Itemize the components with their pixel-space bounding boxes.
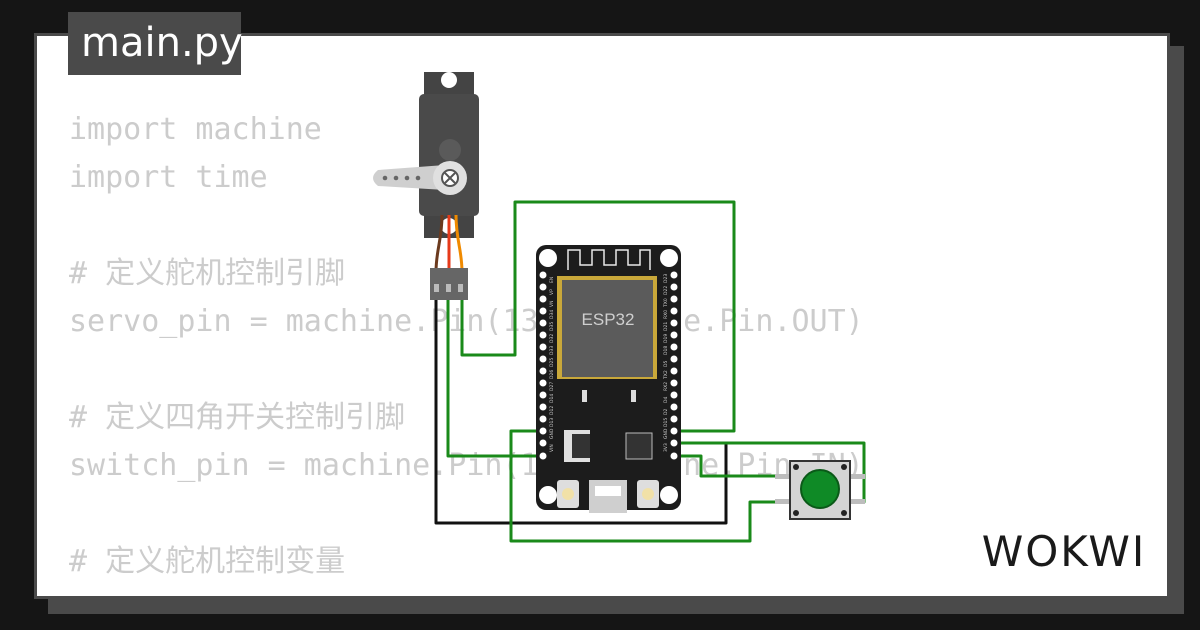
code-line: # 定义舵机控制变量 <box>69 544 346 579</box>
pin-column-right <box>670 271 678 460</box>
pin-left[interactable] <box>539 283 547 291</box>
pin-label: D33 <box>549 346 555 355</box>
pin-left[interactable] <box>539 439 547 447</box>
wire-switch-power <box>680 454 795 478</box>
pin-right[interactable] <box>670 379 678 387</box>
push-button-icon[interactable] <box>775 460 865 520</box>
pin-left[interactable] <box>539 319 547 327</box>
pin-label: D26 <box>549 370 555 379</box>
pin-label: TX2 <box>663 370 669 380</box>
chip-label: ESP32 <box>582 310 635 329</box>
pin-label: D32 <box>549 334 555 343</box>
pin-right[interactable] <box>670 319 678 327</box>
pin-right[interactable] <box>670 439 678 447</box>
code-line: # 定义舵机控制引脚 <box>69 256 346 291</box>
pin-left[interactable] <box>539 355 547 363</box>
pin-label: D34 <box>549 310 555 319</box>
pin-left[interactable] <box>539 403 547 411</box>
pin-label: VP <box>549 289 555 295</box>
pin-label: D19 <box>663 334 669 343</box>
code-line: servo = machine.PWM(servo_pin) <box>69 586 864 596</box>
code-line: # 定义四角开关控制引脚 <box>69 400 406 435</box>
pin-label: D15 <box>663 418 669 427</box>
pin-right[interactable] <box>670 415 678 423</box>
pin-right[interactable] <box>670 427 678 435</box>
pin-labels-left: EN VP VN D34 D35 D32 D33 D25 D26 D27 D14… <box>549 277 555 452</box>
pin-label: D13 <box>549 418 555 427</box>
pin-label: VN <box>549 301 555 307</box>
pin-label: EN <box>549 277 555 283</box>
pin-label: RX0 <box>663 310 669 319</box>
pin-label: D35 <box>549 322 555 331</box>
pin-right[interactable] <box>670 391 678 399</box>
wires <box>434 200 866 543</box>
pin-right[interactable] <box>670 331 678 339</box>
pin-label: GND <box>549 428 555 439</box>
pin-left[interactable] <box>539 343 547 351</box>
pin-left[interactable] <box>539 415 547 423</box>
wokwi-logo-icon: WOKWI <box>982 527 1147 576</box>
code-line: import machine <box>69 112 322 147</box>
pin-left[interactable] <box>539 452 547 460</box>
pin-label: VIN <box>549 444 555 452</box>
pin-label: D12 <box>549 406 555 415</box>
pin-column-left <box>539 271 547 460</box>
pin-left[interactable] <box>539 271 547 279</box>
pin-right[interactable] <box>670 271 678 279</box>
pin-label: TX0 <box>663 298 669 308</box>
pin-left[interactable] <box>539 307 547 315</box>
pin-right[interactable] <box>670 367 678 375</box>
pin-label: D21 <box>663 322 669 331</box>
pin-label: GND <box>663 428 669 439</box>
pin-label: 3V3 <box>663 443 669 452</box>
pin-label: D25 <box>549 358 555 367</box>
pin-label: RX2 <box>663 382 669 391</box>
pin-left[interactable] <box>539 331 547 339</box>
pin-right[interactable] <box>670 452 678 460</box>
pin-label: D22 <box>663 286 669 295</box>
wire-servo-signal <box>460 200 736 433</box>
pin-right[interactable] <box>670 355 678 363</box>
pin-right[interactable] <box>670 283 678 291</box>
servo-motor-icon[interactable] <box>373 72 479 300</box>
code-line: import time <box>69 160 268 195</box>
pin-label: D5 <box>663 361 669 367</box>
pin-left[interactable] <box>539 295 547 303</box>
esp32-board-icon[interactable]: ESP32 <box>536 245 681 513</box>
pin-label: D23 <box>663 274 669 283</box>
pin-left[interactable] <box>539 391 547 399</box>
pin-labels-right: D23 D22 TX0 RX0 D21 D19 D18 D5 TX2 RX2 D… <box>663 274 669 452</box>
pin-label: D14 <box>549 394 555 403</box>
code-block: import machine import time # 定义舵机控制引脚 se… <box>69 106 864 596</box>
pin-left[interactable] <box>539 379 547 387</box>
pin-label: D27 <box>549 382 555 391</box>
pin-right[interactable] <box>670 403 678 411</box>
wire-switch-signal <box>509 429 795 543</box>
pin-left[interactable] <box>539 367 547 375</box>
pin-label: D18 <box>663 346 669 355</box>
pin-right[interactable] <box>670 307 678 315</box>
pin-right[interactable] <box>670 295 678 303</box>
pin-right[interactable] <box>670 343 678 351</box>
brand-name: WOKWI <box>982 527 1147 576</box>
pin-left[interactable] <box>539 427 547 435</box>
file-tab[interactable]: main.py <box>68 12 243 75</box>
pin-label: D2 <box>663 409 669 415</box>
pin-label: D4 <box>663 397 669 403</box>
